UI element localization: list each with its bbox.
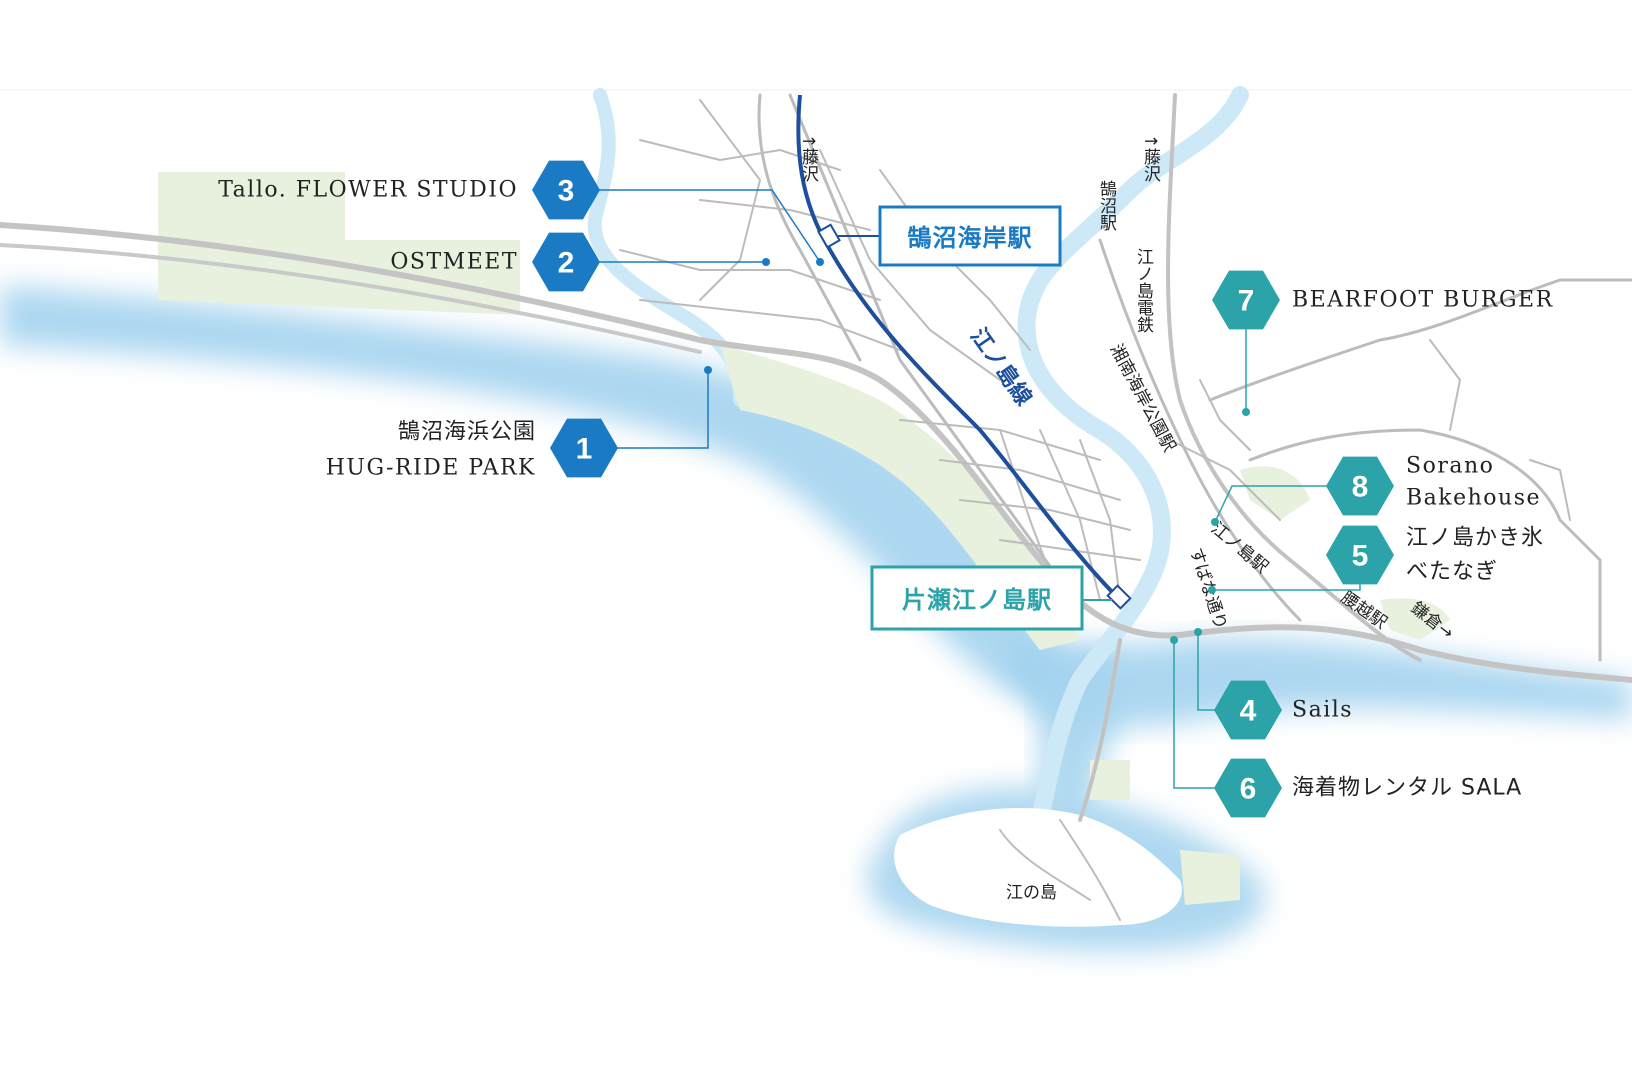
poi-marker-8[interactable]	[1326, 456, 1394, 516]
roads	[0, 93, 1632, 921]
poi-label-5-line1: 江ノ島かき氷	[1406, 526, 1544, 551]
poi-marker-2[interactable]	[532, 232, 600, 292]
kugenuma-station-label: 鵠沼駅	[1096, 180, 1117, 231]
poi-label-2: OSTMEET	[390, 250, 518, 275]
enoden-label: 江ノ島電鉄	[1133, 248, 1154, 333]
poi-marker-number-1: 1	[576, 433, 593, 466]
poi-label-7: BEARFOOT BURGER	[1292, 288, 1554, 313]
katase-enoshima-station-box	[870, 565, 1084, 631]
poi-marker-number-3: 3	[558, 175, 575, 208]
poi-marker-number-8: 8	[1352, 471, 1369, 504]
poi-label-3: Tallo. FLOWER STUDIO	[218, 178, 518, 203]
to-fujisawa-label-2: ↑藤沢	[1140, 134, 1161, 182]
katase-enoshima-station-marker	[1106, 584, 1132, 610]
enoshima-island-label: 江の島	[1006, 883, 1057, 903]
poi-label-1-line2: HUG-RIDE PARK	[326, 456, 536, 481]
poi-label-4: Sails	[1292, 698, 1353, 723]
poi-label-5-line2: べたなぎ	[1406, 560, 1498, 585]
kugenuma-kaigan-station-label: 鵠沼海岸駅	[908, 224, 1033, 252]
kugenuma-kaigan-station-marker	[817, 223, 841, 249]
poi-marker-number-2: 2	[558, 247, 575, 280]
poi-label-8-line2: Bakehouse	[1406, 486, 1541, 511]
poi-marker-3[interactable]	[532, 160, 600, 220]
poi-dots	[704, 258, 1250, 644]
enoshima-station-label: 江ノ島駅	[1207, 519, 1272, 578]
poi-marker-number-7: 7	[1238, 285, 1255, 318]
poi-marker-7[interactable]	[1212, 270, 1280, 330]
poi-markers: 1 2 3 4 5 6 7 8	[532, 160, 1394, 818]
poi-marker-number-4: 4	[1240, 695, 1257, 728]
odakyu-enoshima-line	[796, 94, 1122, 602]
poi-marker-number-6: 6	[1240, 773, 1257, 806]
poi-label-6: 海着物レンタル SALA	[1292, 776, 1522, 801]
kugenuma-kaigan-station-box	[878, 205, 1062, 267]
to-fujisawa-label-1: ↑藤沢	[798, 134, 819, 182]
poi-label-1-line1: 鵠沼海浜公園	[398, 420, 536, 445]
koshigoe-station-label: 腰越駅	[1337, 588, 1390, 634]
poi-marker-4[interactable]	[1214, 680, 1282, 740]
poi-marker-6[interactable]	[1214, 758, 1282, 818]
poi-marker-1[interactable]	[550, 418, 618, 478]
poi-marker-number-5: 5	[1352, 540, 1369, 573]
katase-enoshima-station-label: 片瀬江ノ島駅	[902, 586, 1052, 614]
poi-label-8-line1: Sorano	[1406, 454, 1494, 479]
subana-dori-label: すばな通り	[1185, 545, 1230, 632]
poi-marker-5[interactable]	[1326, 525, 1394, 585]
